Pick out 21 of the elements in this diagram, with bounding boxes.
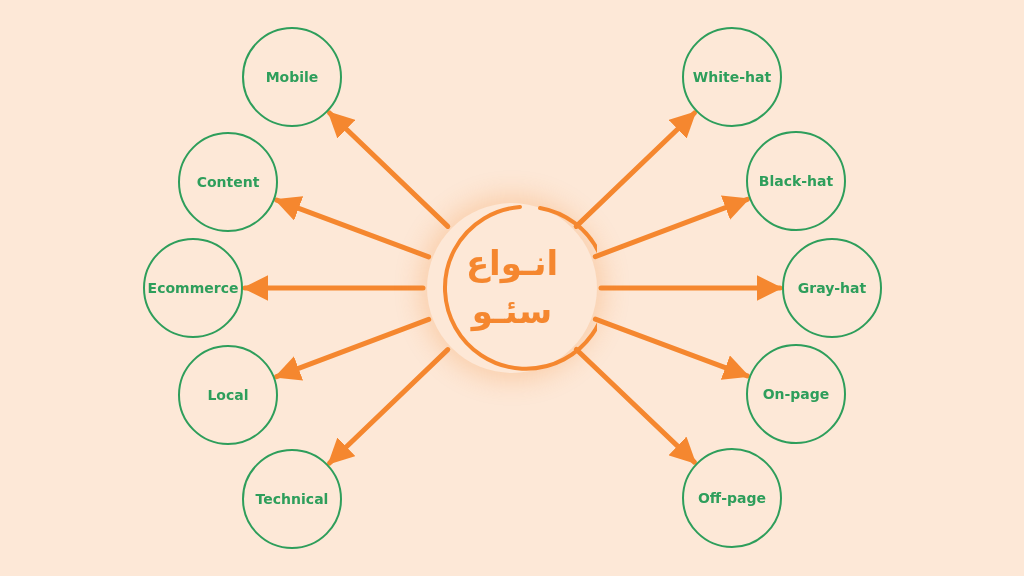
circle-label: Black-hat [757, 171, 835, 191]
arrow [242, 275, 426, 301]
circle-label: Gray-hat [796, 278, 868, 298]
circle-label: انـواع سئـو [464, 242, 560, 334]
circle-label: White-hat [691, 67, 773, 87]
circle-label: Mobile [264, 67, 320, 87]
circle-label: On-page [761, 384, 831, 404]
circle-label: Local [206, 385, 250, 405]
arrow [592, 195, 750, 260]
arrow [573, 110, 697, 229]
circle-label: Technical [254, 489, 330, 509]
arrow [573, 346, 697, 465]
circle-label: Ecommerce [146, 278, 240, 298]
arrow [327, 347, 451, 466]
arrow [274, 316, 432, 381]
arrow [274, 196, 432, 260]
circle-label: Off-page [696, 488, 767, 508]
arrow [598, 275, 783, 301]
arrow [327, 110, 451, 229]
arrow [592, 316, 750, 380]
circle-label: Content [195, 172, 261, 192]
